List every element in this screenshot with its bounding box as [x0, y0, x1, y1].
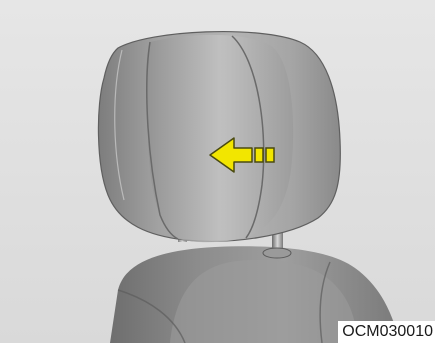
figure-reference-code: OCM030010 — [338, 321, 435, 343]
headrest-illustration — [98, 32, 340, 243]
